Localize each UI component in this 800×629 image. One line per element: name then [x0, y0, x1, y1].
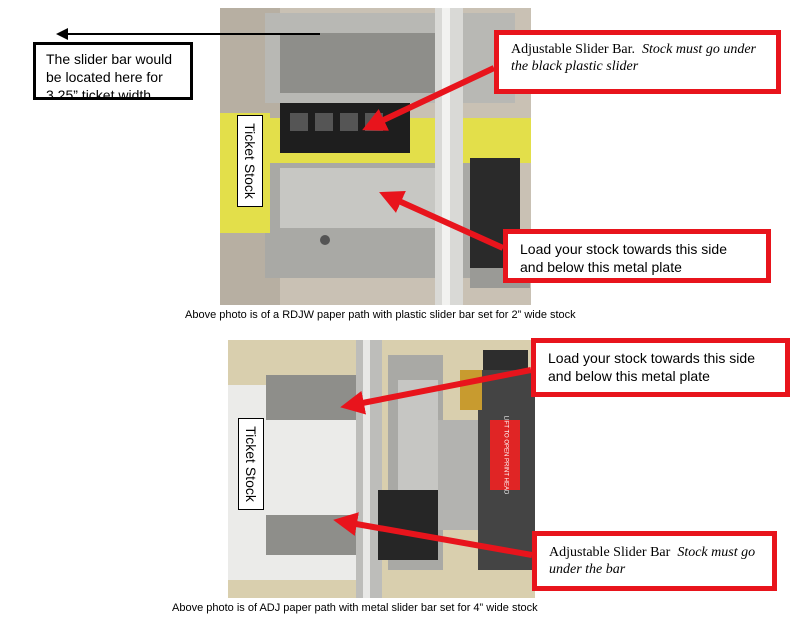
- print-head-tag: LIFT TO OPEN PRINT HEAD: [502, 415, 509, 495]
- top-caption: Above photo is of a RDJW paper path with…: [185, 309, 576, 321]
- bottom-photo: LIFT TO OPEN PRINT HEAD: [228, 340, 535, 598]
- bottom-ticket-stock-label: Ticket Stock: [238, 418, 264, 510]
- top-load-callout: Load your stock towards this side and be…: [503, 229, 771, 283]
- top-ticket-stock-label: Ticket Stock: [237, 115, 263, 207]
- top-slider-callout: Adjustable Slider Bar. Stock must go und…: [494, 30, 781, 94]
- bottom-caption: Above photo is of ADJ paper path with me…: [172, 602, 538, 614]
- bottom-load-callout: Load your stock towards this side and be…: [531, 338, 790, 397]
- bottom-slider-callout: Adjustable Slider Bar Stock must go unde…: [532, 531, 777, 591]
- slider-location-callout: The slider bar would be located here for…: [33, 42, 193, 103]
- top-photo: [220, 8, 531, 305]
